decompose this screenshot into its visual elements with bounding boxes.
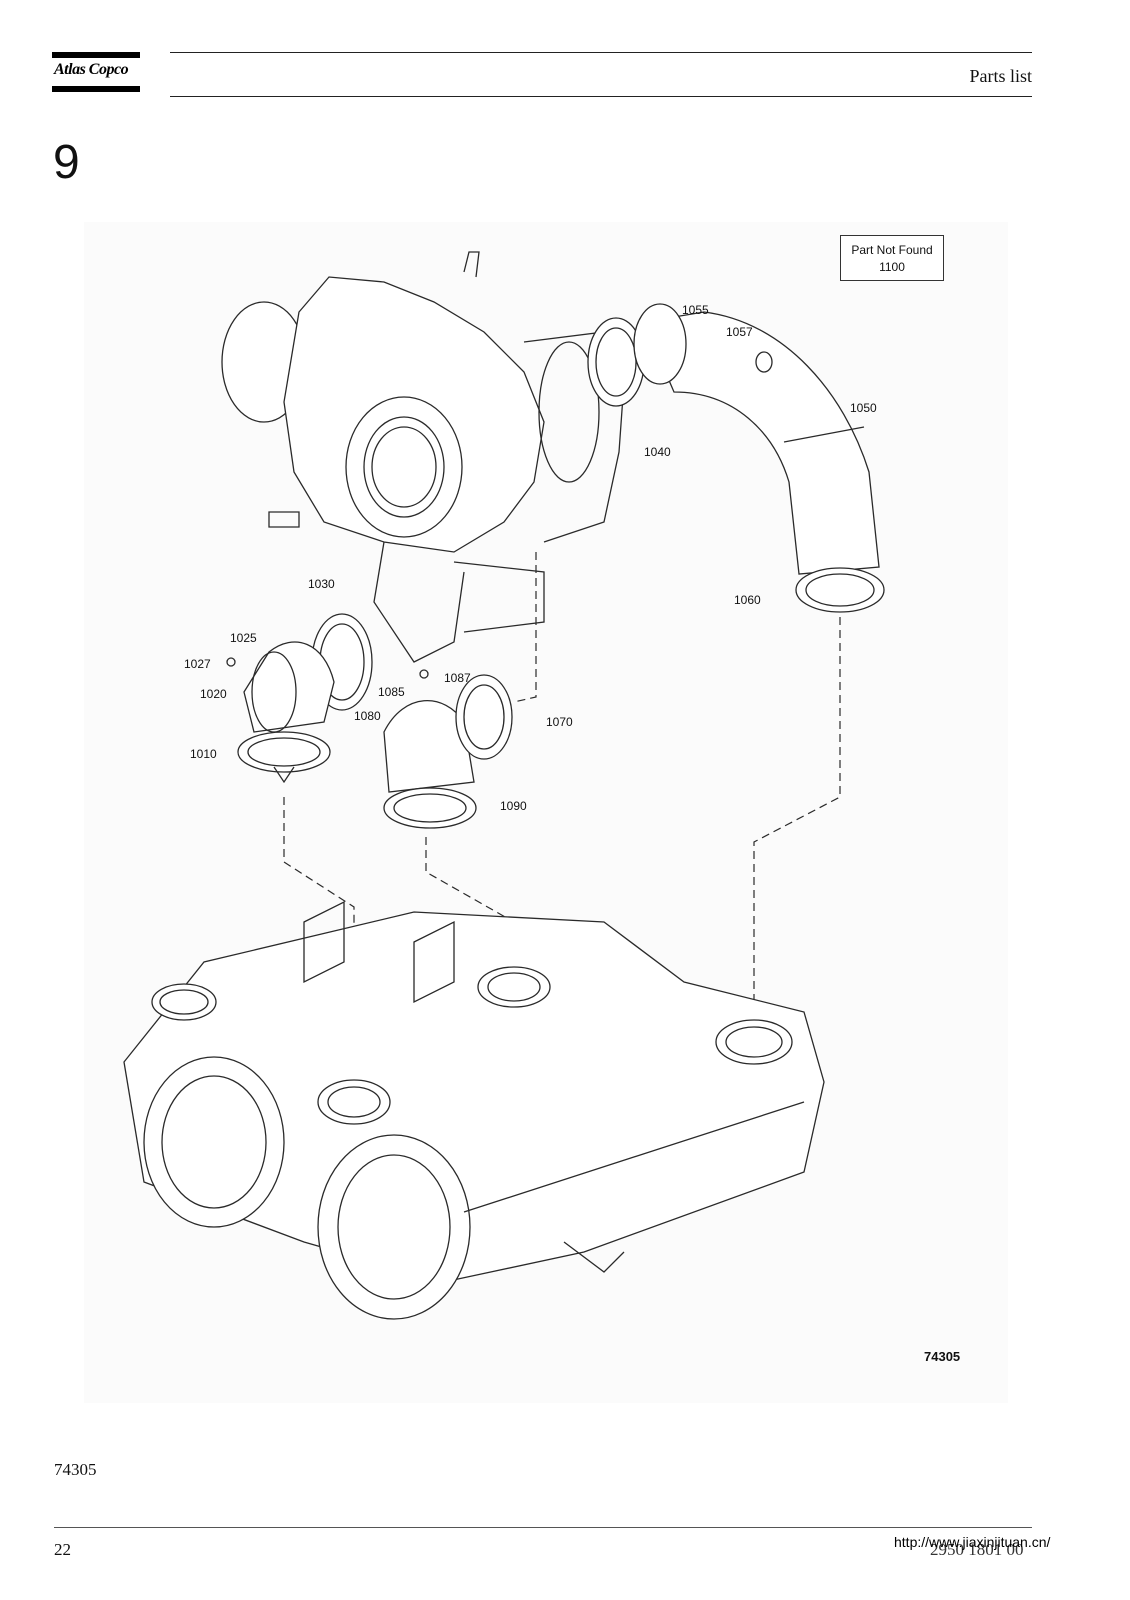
callout-1027: 1027 (184, 657, 211, 671)
callout-1087: 1087 (444, 671, 471, 685)
exploded-parts-drawing: Part Not Found 1100 1055 1057 1050 1040 … (84, 222, 1008, 1403)
callout-1070: 1070 (546, 715, 573, 729)
exhaust-silencer (123, 900, 825, 1320)
callout-1020: 1020 (200, 687, 227, 701)
part-not-found-label: Part Not Found (851, 243, 933, 257)
footer-rule (54, 1527, 1032, 1528)
callout-1085: 1085 (378, 685, 405, 699)
figure-number: 74305 (924, 1349, 961, 1364)
drawing-illustration (123, 251, 885, 1320)
document-number: 2950 1801 00 (930, 1540, 1024, 1559)
logo-bar-bottom (52, 86, 140, 92)
header-rule-top (170, 52, 1032, 53)
callout-1050: 1050 (850, 401, 877, 415)
logo-wordmark: Atlas Copco (54, 61, 129, 78)
callout-1030: 1030 (308, 577, 335, 591)
brand-logo: Atlas Copco (52, 49, 140, 95)
callout-1025: 1025 (230, 631, 257, 645)
header-rule-bottom (170, 96, 1032, 97)
callout-1060: 1060 (734, 593, 761, 607)
callout-1090: 1090 (500, 799, 527, 813)
callout-1010: 1010 (190, 747, 217, 761)
part-not-found-number: 1100 (879, 260, 905, 274)
callout-1080: 1080 (354, 709, 381, 723)
callout-1057: 1057 (726, 325, 753, 339)
logo-bar-top (52, 52, 140, 58)
callout-1040: 1040 (644, 445, 671, 459)
bend-pipe (587, 303, 885, 613)
left-elbow-assembly (226, 613, 373, 784)
page-number: 22 (54, 1540, 71, 1559)
turbocharger (221, 251, 625, 663)
part-not-found-box: Part Not Found 1100 (840, 235, 944, 281)
chapter-number: 9 (53, 136, 80, 189)
callout-1055: 1055 (682, 303, 709, 317)
watermark-url: http://www.jiaxinjituan.cn/ (894, 1534, 1051, 1550)
figure-id: 74305 (54, 1460, 97, 1479)
right-elbow-assembly (383, 669, 513, 829)
section-title: Parts list (969, 66, 1032, 86)
